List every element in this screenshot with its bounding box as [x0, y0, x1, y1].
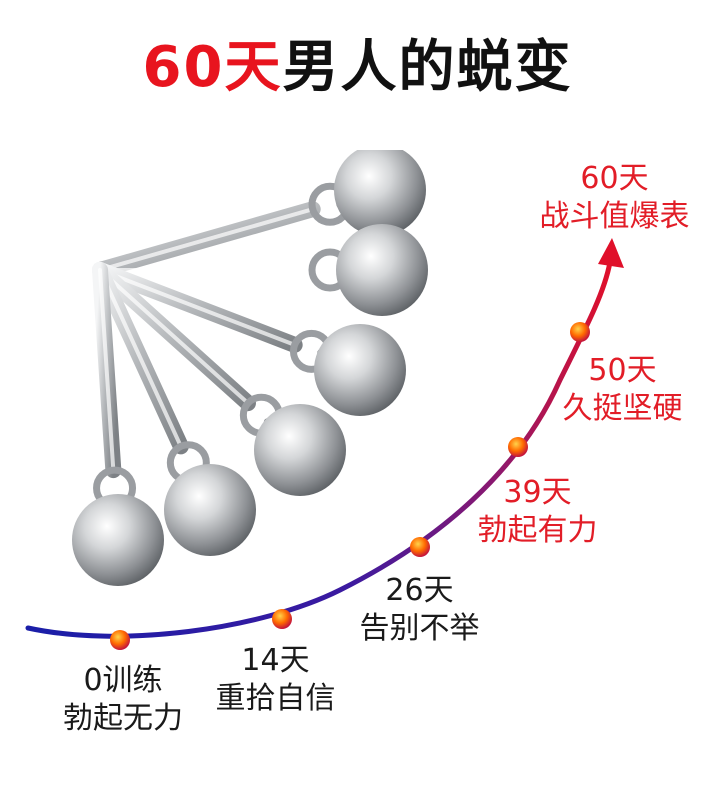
- page-title: 60天男人的蜕变: [0, 28, 715, 108]
- milestone-marker: [110, 630, 130, 650]
- milestone-0: 0训练 勃起无力: [58, 662, 188, 738]
- milestone-2-line1: 26天: [385, 573, 454, 608]
- milestone-0-line2: 勃起无力: [63, 701, 183, 736]
- weight-bar-highlight: [98, 268, 250, 406]
- steel-ball: [164, 464, 256, 556]
- milestone-1: 14天 重拾自信: [208, 642, 343, 718]
- milestone-1-line2: 重拾自信: [215, 681, 336, 716]
- milestone-3-line1: 39天: [503, 475, 572, 510]
- milestone-marker: [508, 437, 528, 457]
- title-rest: 男人的蜕变: [282, 35, 573, 100]
- steel-ball: [336, 224, 428, 316]
- milestone-marker: [272, 609, 292, 629]
- milestone-4-line2: 久挺坚硬: [562, 391, 683, 426]
- milestone-marker: [410, 537, 430, 557]
- milestone-marker: [570, 322, 590, 342]
- title-highlight: 60天: [142, 35, 283, 100]
- weight-bar-highlight: [98, 268, 183, 449]
- milestone-3-line2: 勃起有力: [477, 513, 598, 548]
- product-image: [72, 150, 428, 586]
- steel-ball: [334, 150, 426, 236]
- steel-ball: [72, 494, 164, 586]
- milestone-3: 39天 勃起有力: [470, 474, 605, 550]
- weight-bar-highlight: [98, 268, 297, 347]
- milestone-4-line1: 50天: [588, 353, 657, 388]
- milestone-1-line1: 14天: [241, 643, 310, 678]
- milestone-4: 50天 久挺坚硬: [555, 352, 690, 428]
- arrow-head-icon: [598, 238, 624, 268]
- weight-bar-highlight: [98, 268, 116, 473]
- milestone-2-line2: 告别不举: [359, 611, 480, 646]
- steel-ball: [314, 324, 406, 416]
- milestone-5: 60天 战斗值爆表: [532, 160, 697, 236]
- milestone-0-line1: 0训练: [83, 663, 163, 698]
- steel-ball: [254, 404, 346, 496]
- weights-group: [72, 150, 428, 586]
- milestone-2: 26天 告别不举: [352, 572, 487, 648]
- milestone-5-line1: 60天: [580, 161, 649, 196]
- weight-bar-highlight: [98, 207, 315, 272]
- milestone-5-line2: 战斗值爆表: [539, 199, 690, 234]
